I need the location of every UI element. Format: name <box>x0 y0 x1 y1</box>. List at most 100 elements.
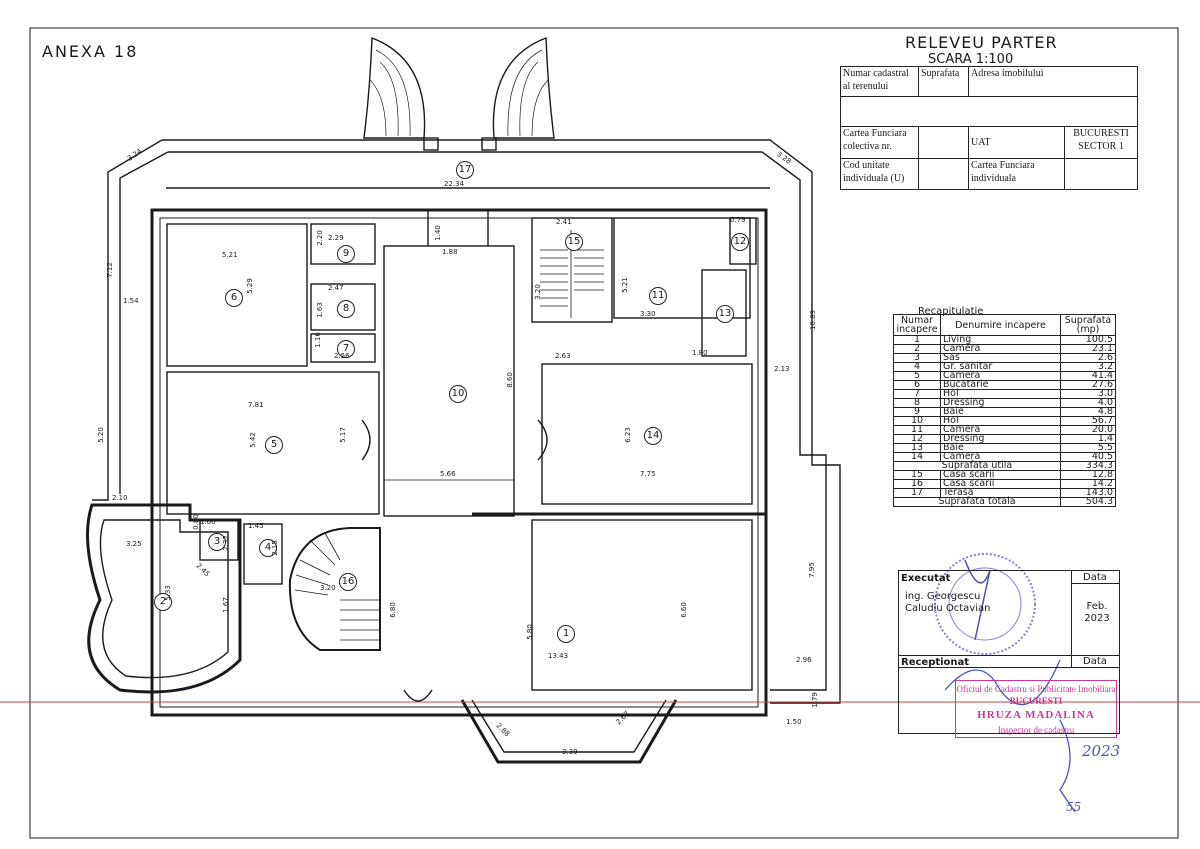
execution-date: Feb. 2023 <box>1084 601 1110 624</box>
data-label-2: Data <box>1083 656 1107 667</box>
dimension-label: 22.34 <box>444 180 465 188</box>
room-number-marker: 2 <box>154 593 172 611</box>
dimension-label: 5.80 <box>525 624 534 640</box>
recap-title: Recapitulatie <box>918 306 984 317</box>
executat-label: Executat <box>901 573 951 584</box>
dimension-label: 6.80 <box>388 602 397 618</box>
cad-cell: Suprafata <box>919 67 969 97</box>
dimension-label: 2.63 <box>555 352 571 360</box>
dimension-label: 3.30 <box>640 310 656 318</box>
dimension-label: 1.60 <box>200 518 216 526</box>
dimension-label: 1.40 <box>433 225 442 241</box>
cad-cell: Cartea Funciara individuala <box>969 159 1065 189</box>
room-number-marker: 3 <box>208 533 226 551</box>
dimension-label: 7.95 <box>807 562 816 578</box>
dimension-label: 0.79 <box>730 216 746 224</box>
dimension-label: 1.54 <box>123 297 139 305</box>
dimension-label: 2.56 <box>334 352 350 360</box>
ocpi-line-1: Oficiul de Cadastru si Publicitate Imobi… <box>956 684 1116 694</box>
dimension-label: 1.45 <box>248 522 264 530</box>
util-value: 334.3 <box>1060 461 1116 471</box>
engineer-name-2: Caludiu Octavian <box>905 603 991 614</box>
cad-cell-empty <box>919 127 969 159</box>
ocpi-stamp: Oficiul de Cadastru si Publicitate Imobi… <box>955 680 1117 738</box>
engineer-stamp <box>934 553 1036 655</box>
cad-cell: Numar cadastral al terenului <box>841 67 919 97</box>
room-number-marker: 11 <box>649 287 667 305</box>
dimension-label: 2.15 <box>270 540 279 556</box>
dimension-label: 1.88 <box>442 248 458 256</box>
room-number-marker: 17 <box>456 161 474 179</box>
room-number-marker: 14 <box>644 427 662 445</box>
ocpi-line-3: HRUZA MADALINA <box>977 709 1095 721</box>
dimension-label: 1.16 <box>313 332 322 348</box>
recap-header: Suprafata (mp) <box>1060 314 1116 336</box>
room-number-marker: 13 <box>716 305 734 323</box>
data-label: Data <box>1083 572 1107 583</box>
signature-2 <box>944 659 1061 706</box>
cad-cell: Cod unitate individuala (U) <box>841 159 919 189</box>
dimension-label: 1.67 <box>221 597 230 613</box>
bay-window <box>460 699 678 764</box>
recap-table: Numar incapere Denumire incapere Suprafa… <box>893 314 1116 507</box>
handwritten-page: 55 <box>1066 800 1082 814</box>
dimension-label: 6.60 <box>679 602 688 618</box>
room-number: 17 <box>893 488 941 498</box>
dimension-label: 7.12 <box>105 262 114 278</box>
room-number: 14 <box>893 452 941 462</box>
dimension-label: 5.66 <box>440 470 456 478</box>
sheet-border <box>29 27 1179 839</box>
dimension-label: 6.23 <box>623 427 632 443</box>
engineer-name-1: ing. Georgescu <box>905 591 981 602</box>
cad-cell-empty <box>919 159 969 189</box>
annex-label: ANEXA 18 <box>42 42 139 61</box>
receptionat-label: Receptionat <box>901 657 970 668</box>
dimension-label: 5.17 <box>338 427 347 443</box>
dimension-label: 3.20 <box>320 584 336 592</box>
room-number-marker: 4 <box>259 539 277 557</box>
dimension-label: 3.20 <box>533 284 542 300</box>
dimension-label: 2.10 <box>112 494 128 502</box>
dimension-label: 7.75 <box>640 470 656 478</box>
cad-cell: BUCURESTI SECTOR 1 <box>1065 127 1137 159</box>
room-number-marker: 15 <box>565 233 583 251</box>
main-wall <box>150 208 768 717</box>
room-number-marker: 1 <box>557 625 575 643</box>
room-number-marker: 9 <box>337 245 355 263</box>
executor-table: Executat Data ing. Georgescu Caludiu Oct… <box>898 570 1120 734</box>
room-2-wall <box>86 503 242 694</box>
room-number-marker: 5 <box>265 436 283 454</box>
dimension-label: 10.89 <box>809 309 818 331</box>
dimension-label: 3.39 <box>562 748 578 756</box>
cad-cell: Cartea Funciara colectiva nr. <box>841 127 919 159</box>
room-number-marker: 10 <box>449 385 467 403</box>
total-label: Suprafata totala <box>893 497 1061 507</box>
room-area: 100.5 <box>1060 335 1116 345</box>
ocpi-line-2: BUCURESTI <box>1009 696 1063 706</box>
cad-cell-empty <box>841 97 1137 127</box>
dimension-label: 2.20 <box>315 230 324 246</box>
dimension-label: 2.29 <box>328 234 344 242</box>
dimension-label: 3.25 <box>126 540 142 548</box>
handwritten-year: 2023 <box>1082 742 1121 760</box>
recap-header: Denumire incapere <box>940 314 1061 336</box>
cadastral-table: Numar cadastral al terenului Suprafata A… <box>840 66 1138 190</box>
room-number-marker: 12 <box>731 233 749 251</box>
dimension-label: 0.80 <box>191 514 200 530</box>
dimension-label: 8.60 <box>505 372 514 388</box>
dimension-label: 13.43 <box>548 652 569 660</box>
total-value: 504.3 <box>1060 497 1116 507</box>
cad-cell: Adresa imobilului <box>969 67 1137 97</box>
